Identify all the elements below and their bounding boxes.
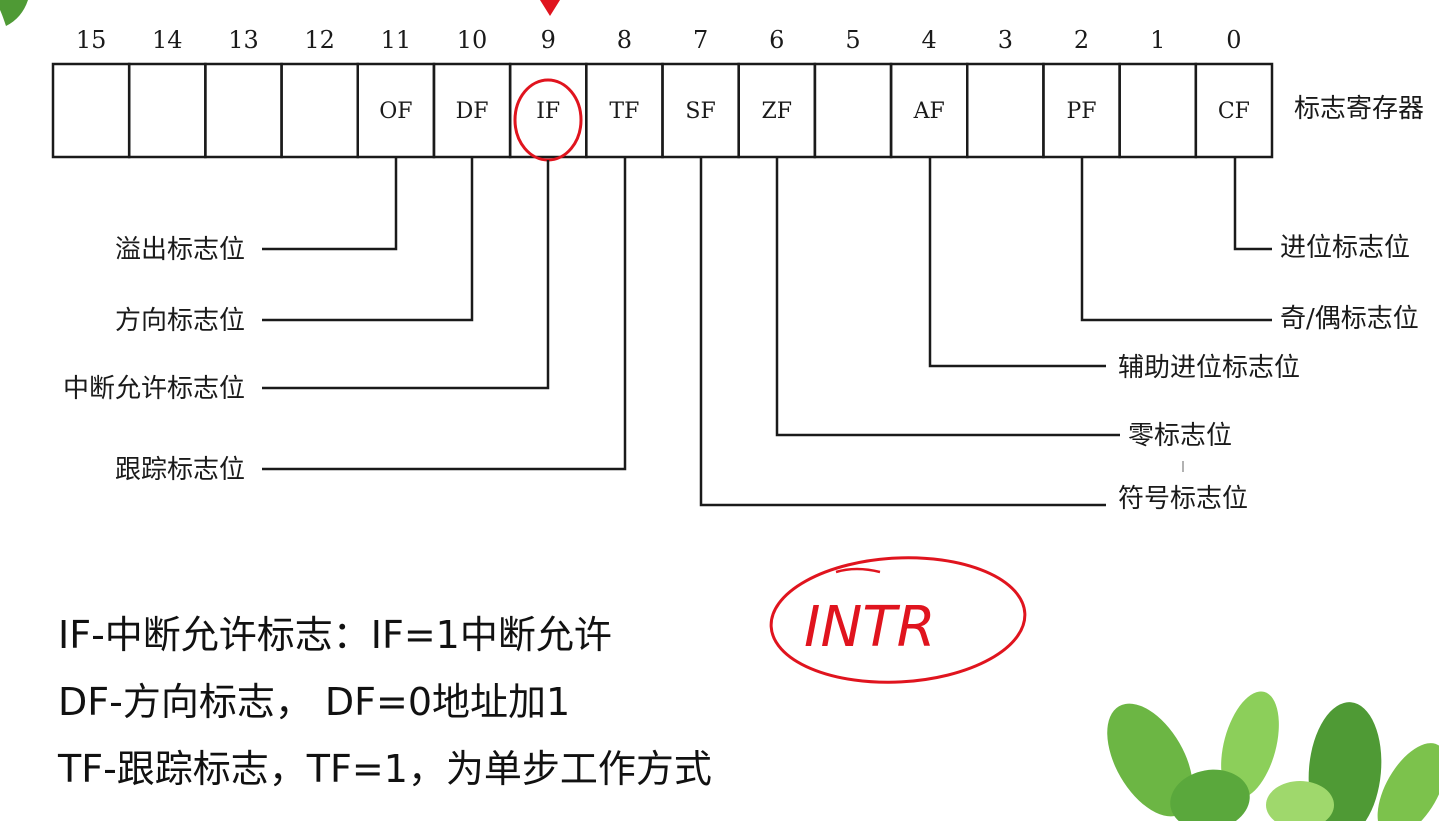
- flag-df: DF: [456, 99, 489, 124]
- register-cell-bit-15: [51, 62, 131, 159]
- connector-sf: [699, 157, 1106, 507]
- connector-df: [262, 157, 474, 322]
- leaf-icon: [0, 0, 28, 26]
- flag-notes: IF-中断允许标志：IF=1中断允许 DF-方向标志， DF=0地址加1 TF-…: [58, 602, 712, 803]
- bit-number-6: 6: [769, 26, 784, 54]
- register-cell-bit-3: [966, 62, 1045, 159]
- note-if: IF-中断允许标志：IF=1中断允许: [58, 613, 612, 657]
- connector-lines: [262, 157, 1272, 507]
- register-cell-bit-14: [127, 62, 207, 159]
- bit-number-11: 11: [381, 26, 412, 54]
- bit-number-7: 7: [693, 26, 708, 54]
- bit-number-2: 2: [1074, 26, 1089, 54]
- flag-if: IF: [536, 99, 560, 124]
- flag-names: OF DF IF TF SF ZF AF PF CF: [379, 99, 1250, 124]
- connector-of: [262, 157, 398, 251]
- arrow-down-icon: [540, 0, 560, 16]
- bit-number-3: 3: [998, 26, 1013, 54]
- label-interrupt-flag: 中断允许标志位: [63, 374, 245, 404]
- bit-number-9: 9: [541, 26, 556, 54]
- flag-sf: SF: [685, 99, 715, 124]
- intr-text: INTR: [804, 595, 936, 660]
- flag-tf: TF: [609, 99, 639, 124]
- intr-annotation: INTR: [769, 556, 1027, 684]
- label-aux-carry-flag: 辅助进位标志位: [1118, 353, 1300, 383]
- flag-af: AF: [913, 99, 945, 124]
- connector-zf: [775, 157, 1120, 437]
- connector-if: [262, 160, 550, 390]
- bit-number-15: 15: [76, 26, 107, 54]
- label-parity-flag: 奇/偶标志位: [1280, 304, 1419, 334]
- register-label: 标志寄存器: [1294, 94, 1424, 124]
- register-cell-bit-1: [1118, 62, 1198, 159]
- connector-cf: [1233, 157, 1272, 251]
- flag-of: OF: [379, 99, 412, 124]
- label-carry-flag: 进位标志位: [1280, 233, 1410, 263]
- connector-tf: [262, 157, 627, 471]
- register-cell-bit-5: [813, 62, 893, 159]
- bit-number-5: 5: [845, 26, 860, 54]
- bit-number-13: 13: [228, 26, 259, 54]
- connector-af: [928, 157, 1106, 368]
- label-zero-flag: 零标志位: [1128, 421, 1232, 451]
- flag-pf: PF: [1066, 99, 1096, 124]
- bit-number-14: 14: [152, 26, 183, 54]
- flag-cf: CF: [1218, 99, 1250, 124]
- label-sign-flag: 符号标志位: [1118, 484, 1248, 514]
- bit-number-10: 10: [457, 26, 488, 54]
- label-overflow-flag: 溢出标志位: [115, 235, 245, 265]
- connector-pf: [1080, 157, 1272, 322]
- note-tf: TF-跟踪标志，TF=1，为单步工作方式: [58, 747, 712, 791]
- bit-number-1: 1: [1150, 26, 1165, 54]
- flag-zf: ZF: [762, 99, 793, 124]
- note-df: DF-方向标志， DF=0地址加1: [58, 680, 571, 724]
- label-direction-flag: 方向标志位: [115, 306, 245, 336]
- bit-number-8: 8: [617, 26, 632, 54]
- label-trace-flag: 跟踪标志位: [115, 455, 245, 485]
- bit-number-4: 4: [922, 26, 937, 54]
- bit-number-0: 0: [1226, 26, 1241, 54]
- register-cell-bit-13: [204, 62, 283, 159]
- leaves-icon: [1107, 691, 1439, 821]
- bit-number-12: 12: [304, 26, 335, 54]
- register-cell-bit-12: [280, 62, 359, 159]
